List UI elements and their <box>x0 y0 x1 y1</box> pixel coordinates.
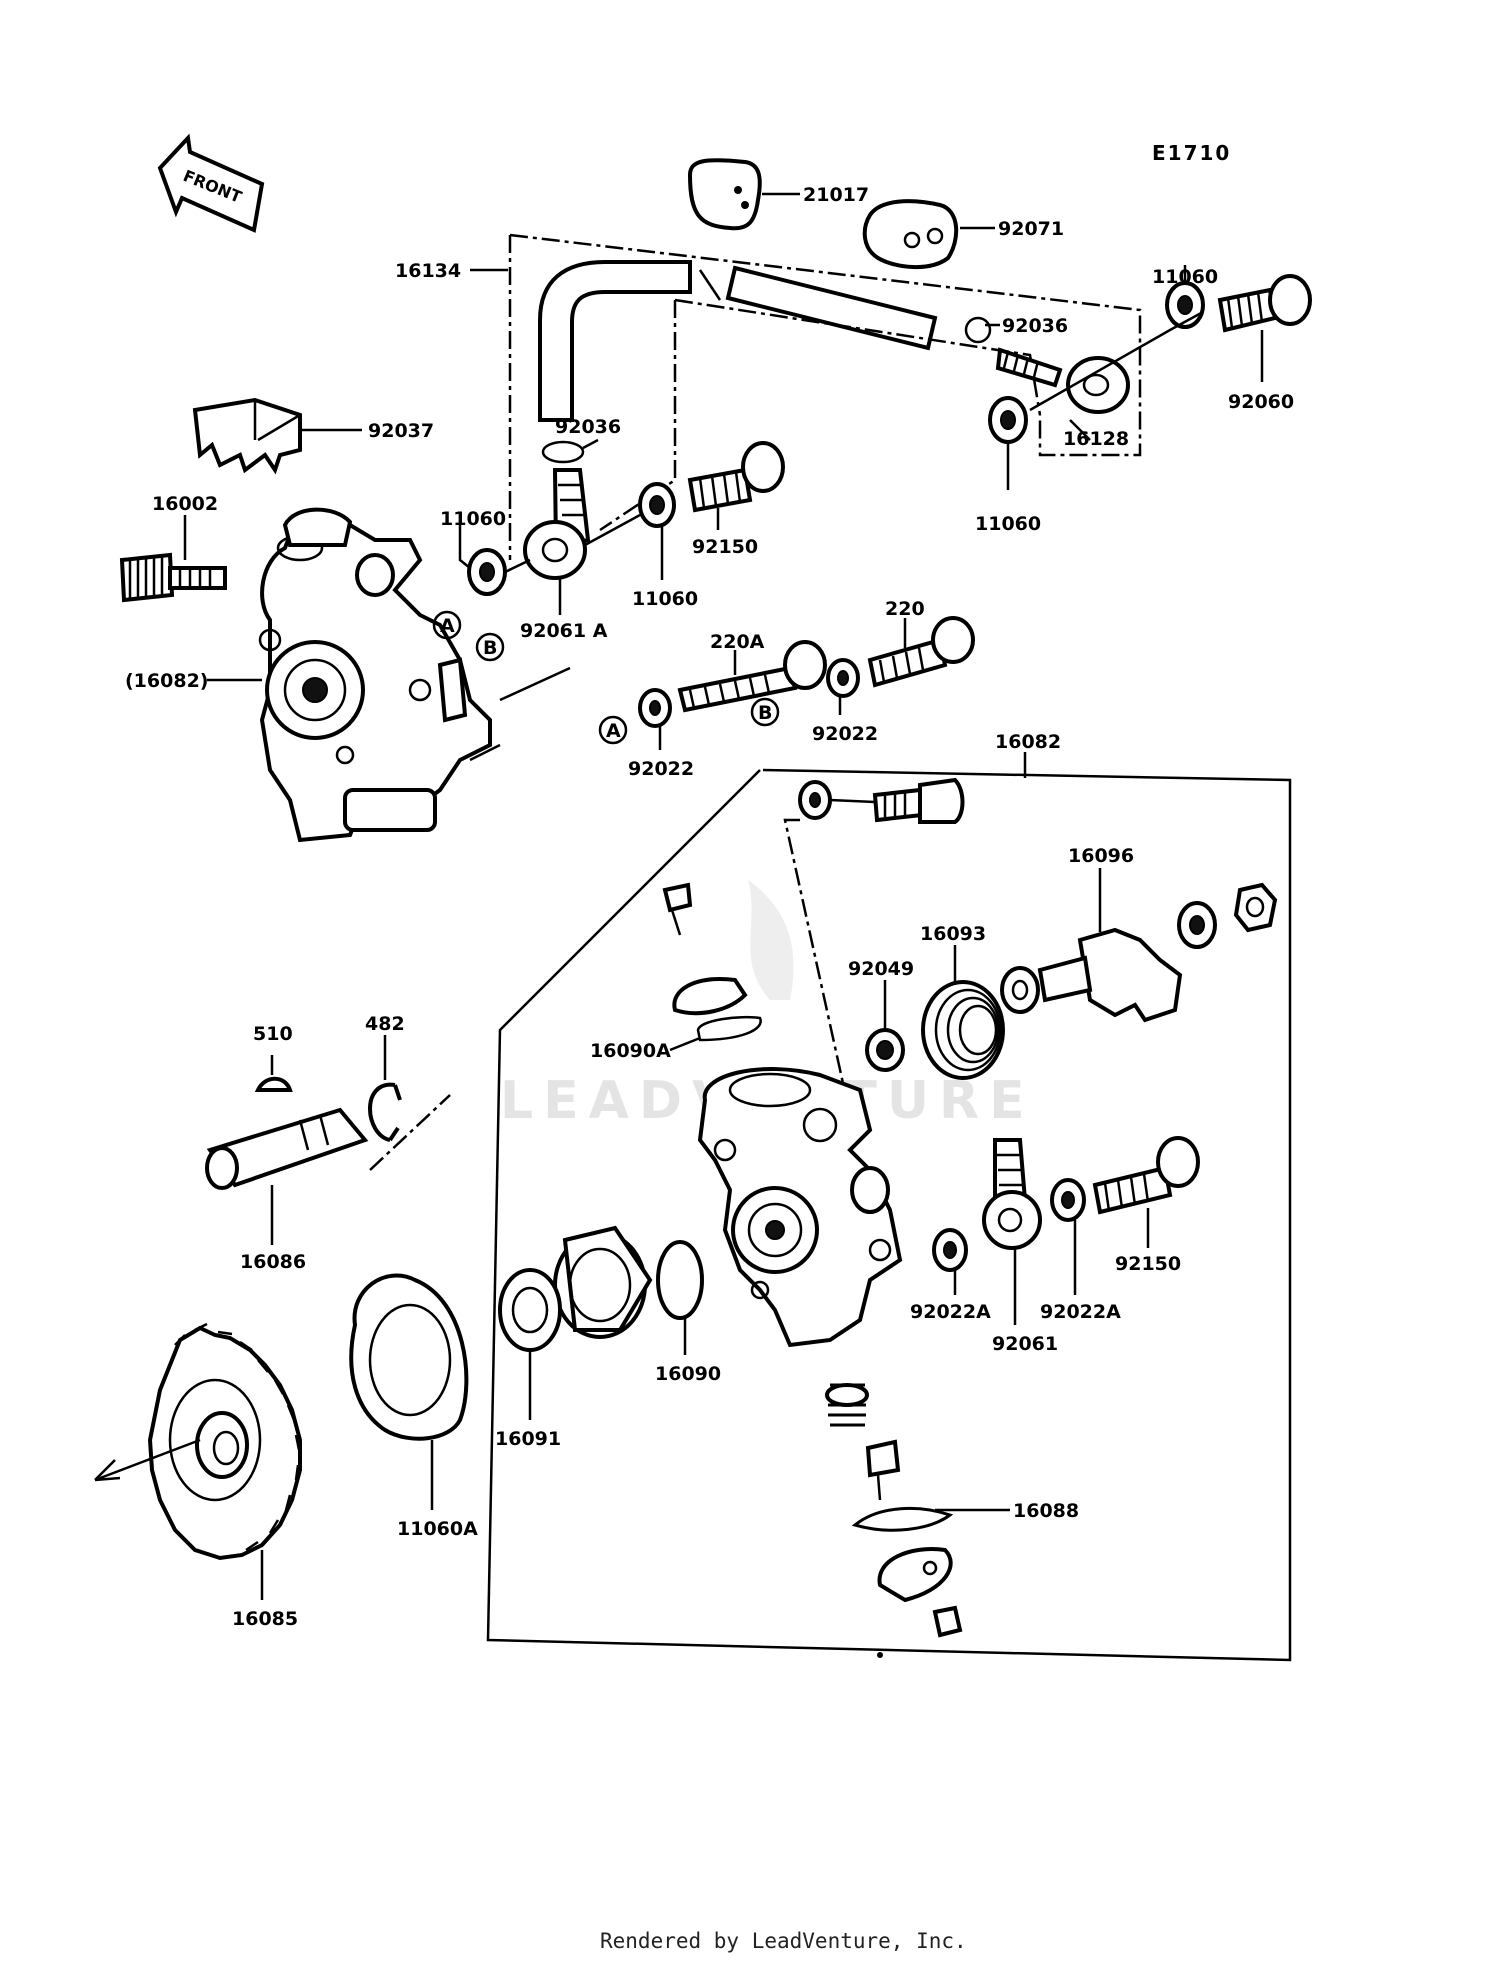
screw-washer-top <box>798 777 965 824</box>
marker-a-circle <box>432 610 462 640</box>
marker-b-circle-bolt <box>750 697 780 727</box>
label-11060-top: 11060 <box>1152 266 1218 288</box>
label-220a: 220A <box>710 631 765 653</box>
clip-92036-upper <box>964 316 992 344</box>
label-92049: 92049 <box>848 958 914 980</box>
washer-92022-left <box>638 688 672 728</box>
label-16090a: 16090A <box>590 1040 671 1062</box>
rotor-housing <box>553 1225 653 1339</box>
label-92061a: 92061 A <box>520 620 608 642</box>
shaft-16086 <box>205 1107 369 1190</box>
label-92036-upper: 92036 <box>1002 315 1068 337</box>
label-21017: 21017 <box>803 184 869 206</box>
washer-nut-right <box>1177 882 1278 949</box>
relief-spring-plunger <box>825 1383 901 1501</box>
oil-hose <box>538 260 938 422</box>
label-220: 220 <box>885 598 925 620</box>
label-92037: 92037 <box>368 420 434 442</box>
marker-b-circle <box>475 632 505 662</box>
label-16002: 16002 <box>152 493 218 515</box>
leader-92036-lower <box>582 438 599 450</box>
label-16082-ref: (16082) <box>125 670 208 692</box>
banjo-fitting-92061a <box>523 468 591 580</box>
group-box-16134 <box>509 233 1142 457</box>
label-11060-left: 11060 <box>440 508 506 530</box>
dot-marker <box>877 1652 883 1658</box>
label-16128: 16128 <box>1063 428 1129 450</box>
label-11060-mid: 11060 <box>632 588 698 610</box>
pump-body-exploded <box>697 1067 903 1348</box>
bolt-92150-low <box>1092 1136 1200 1215</box>
label-92071: 92071 <box>998 218 1064 240</box>
leader-16128 <box>1069 419 1091 441</box>
screw-cover-bottom <box>932 1605 963 1638</box>
banjo-fitting-92061 <box>982 1138 1042 1250</box>
marker-a-circle-bolt <box>598 715 628 745</box>
label-482: 482 <box>365 1013 405 1035</box>
label-92150-top: 92150 <box>692 536 758 558</box>
spring-16093 <box>921 980 1005 1080</box>
o-ring-16090 <box>656 1240 704 1320</box>
label-92022a-left: 92022A <box>910 1301 991 1323</box>
grommet-21017 <box>687 158 762 231</box>
washer-92022a-right <box>1050 1178 1086 1222</box>
banjo-fitting-16128 <box>995 347 1130 414</box>
label-92060: 92060 <box>1228 391 1294 413</box>
bolt-220a <box>677 640 827 713</box>
watermark-flame-icon <box>748 880 794 1000</box>
grommet-92071 <box>862 199 959 270</box>
label-11060-right: 11060 <box>975 513 1041 535</box>
label-510: 510 <box>253 1023 293 1045</box>
diagram-code: E1710 <box>1152 141 1231 165</box>
seal-92049 <box>865 1028 905 1072</box>
leader-16090a <box>669 1036 701 1052</box>
marker-b-label: B <box>483 637 497 659</box>
label-16096: 16096 <box>1068 845 1134 867</box>
gasket-16088 <box>851 1507 954 1603</box>
oil-pump-assembly-16082 <box>258 507 492 843</box>
bolt-92060 <box>1217 274 1312 333</box>
screw-16002 <box>119 552 227 603</box>
leader-11060-left <box>458 520 471 569</box>
cover-16090a <box>662 882 762 1042</box>
label-92022-left: 92022 <box>628 758 694 780</box>
bolt-220 <box>867 616 975 688</box>
marker-a-label-bolt: A <box>606 720 621 742</box>
seal-16091 <box>498 1268 562 1352</box>
label-92150-low: 92150 <box>1115 1253 1181 1275</box>
label-16090: 16090 <box>655 1363 721 1385</box>
group-box-16082 <box>486 768 1292 1662</box>
label-16091: 16091 <box>495 1428 561 1450</box>
label-16088: 16088 <box>1013 1500 1079 1522</box>
label-16085: 16085 <box>232 1608 298 1630</box>
gear-16085 <box>147 1322 302 1561</box>
label-16086: 16086 <box>240 1251 306 1273</box>
gasket-11060a <box>349 1273 469 1441</box>
label-92036-lower: 92036 <box>555 416 621 438</box>
label-16093: 16093 <box>920 923 986 945</box>
washer-92022a-left <box>932 1228 968 1272</box>
label-11060a: 11060A <box>397 1518 478 1540</box>
label-16134: 16134 <box>395 260 461 282</box>
label-16082: 16082 <box>995 731 1061 753</box>
bolt-92150-top <box>687 441 785 513</box>
clamp-92037 <box>192 397 302 475</box>
marker-a-label: A <box>440 615 455 637</box>
key-510 <box>254 1076 293 1092</box>
front-arrow-icon: FRONT <box>157 133 265 233</box>
washer-11060-mid <box>638 482 676 528</box>
clip-92036-lower <box>541 440 585 464</box>
regulator-shaft-16096 <box>1000 927 1183 1023</box>
washer-11060-left <box>467 548 507 596</box>
label-92022-right: 92022 <box>812 723 878 745</box>
label-92061: 92061 <box>992 1333 1058 1355</box>
footer-credit: Rendered by LeadVenture, Inc. <box>600 1929 967 1953</box>
washer-11060-right <box>988 396 1028 444</box>
label-92022a-right: 92022A <box>1040 1301 1121 1323</box>
washer-92022-right <box>826 658 860 698</box>
marker-b-label-bolt: B <box>758 702 772 724</box>
circlip-482 <box>368 1082 402 1142</box>
